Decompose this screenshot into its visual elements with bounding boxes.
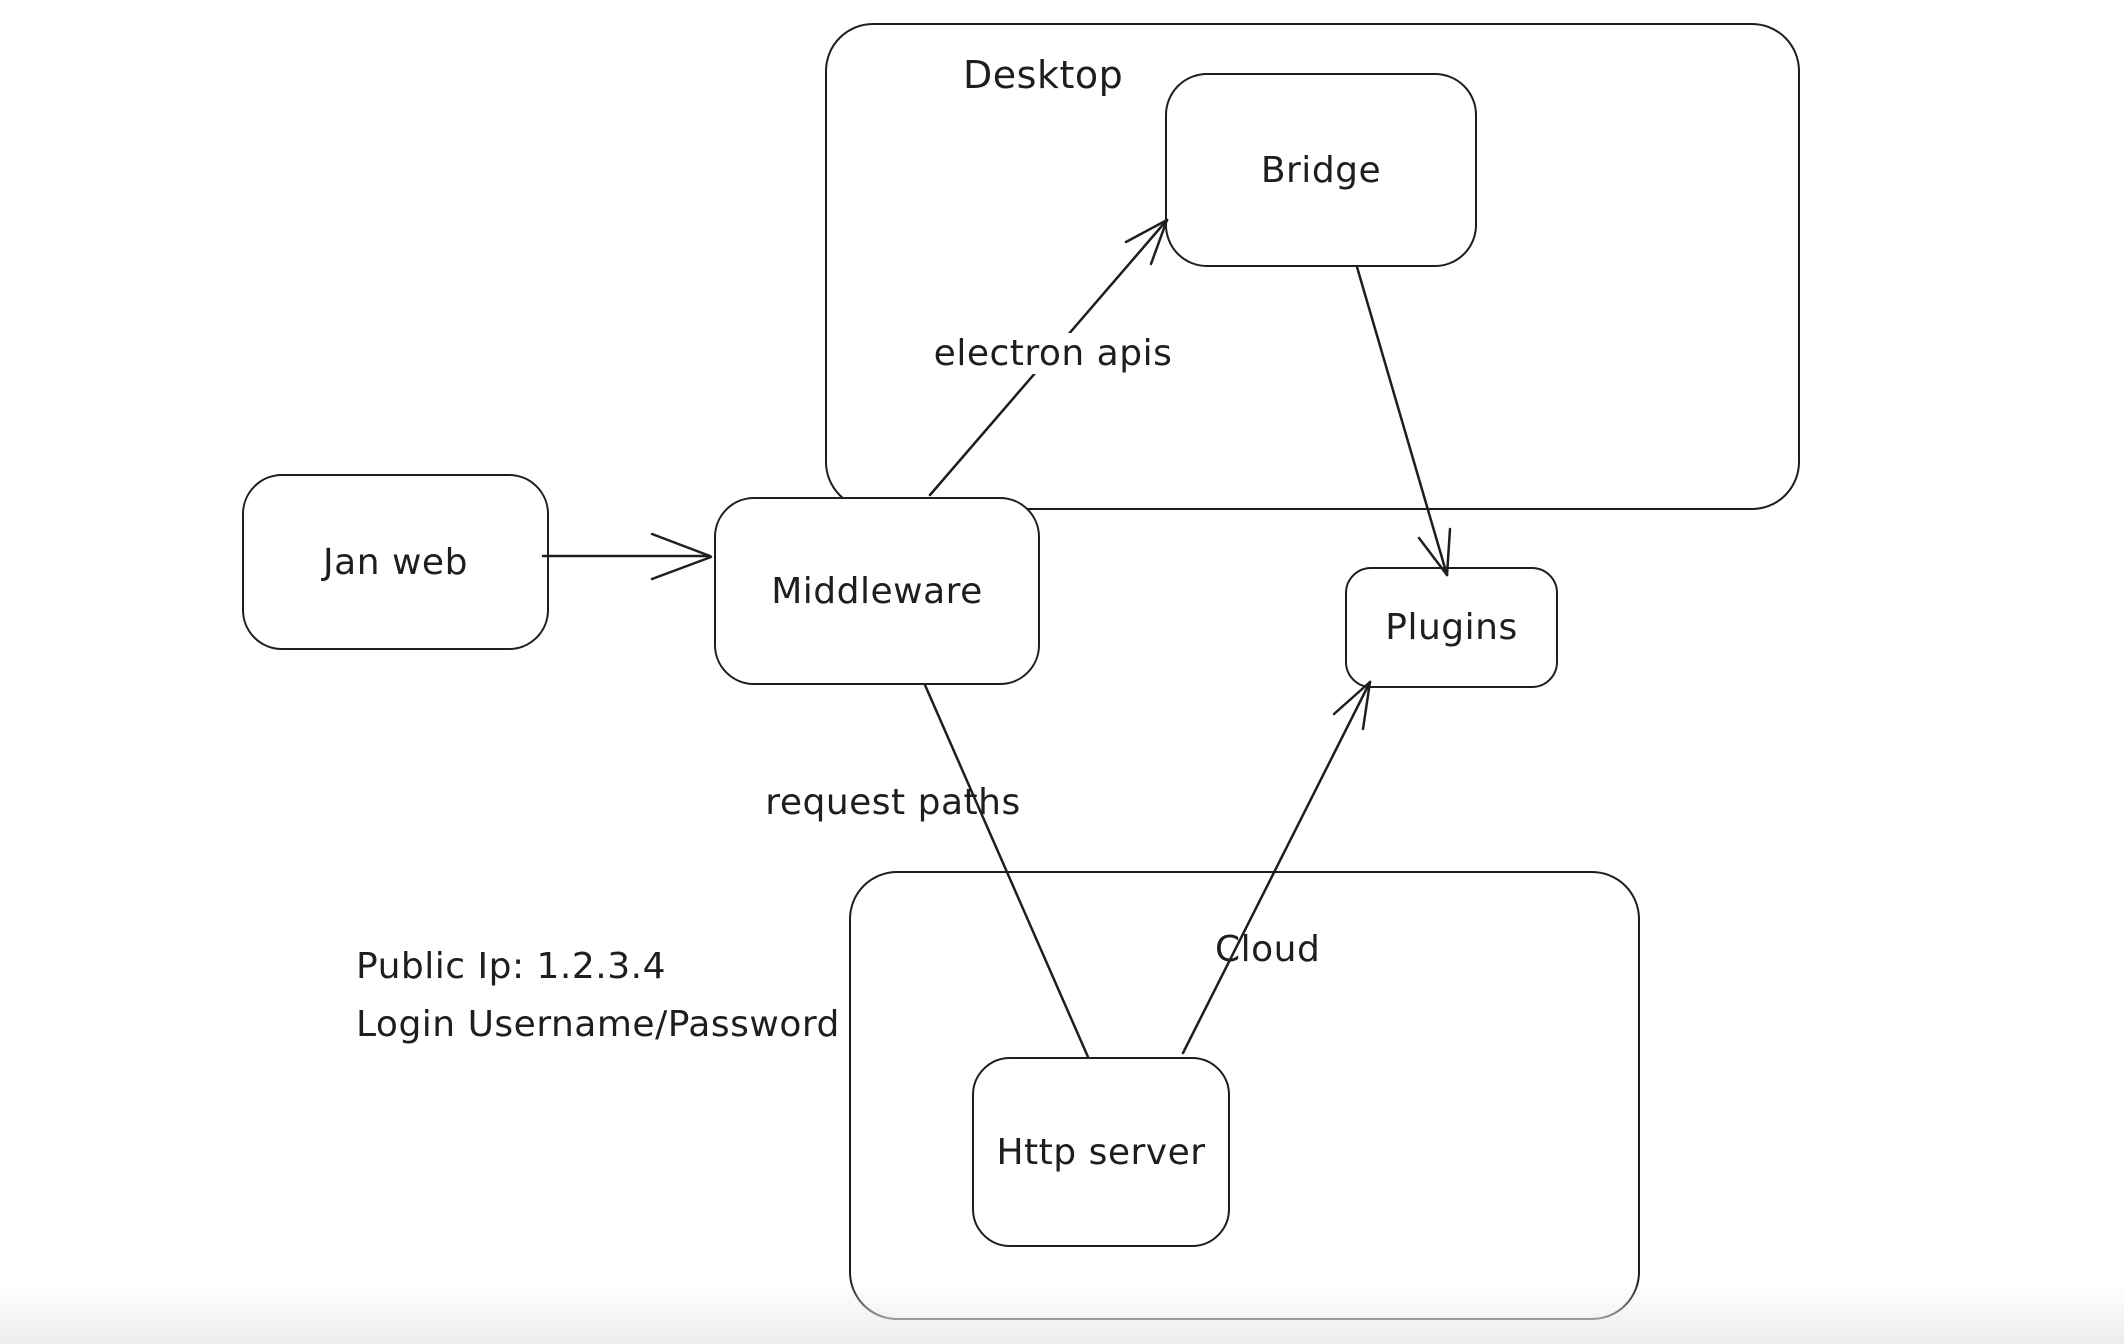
edge-label-electron-apis[interactable]: electron apis bbox=[925, 333, 1181, 374]
node-bridge[interactable]: Bridge bbox=[1165, 73, 1477, 267]
node-middleware-label: Middleware bbox=[771, 570, 983, 612]
node-http-server-label: Http server bbox=[996, 1131, 1206, 1173]
node-bridge-label: Bridge bbox=[1260, 149, 1382, 191]
node-jan-web[interactable]: Jan web bbox=[242, 474, 549, 650]
edge-middleware-to-http-server[interactable] bbox=[923, 683, 1090, 1059]
node-jan-web-label: Jan web bbox=[323, 541, 468, 583]
node-middleware[interactable]: Middleware bbox=[714, 497, 1040, 685]
edge-label-request-paths[interactable]: request paths bbox=[765, 782, 1021, 823]
container-desktop-label[interactable]: Desktop bbox=[963, 53, 1124, 97]
edge-http-server-to-plugins[interactable] bbox=[1181, 680, 1372, 1055]
cloud-access-note-line-2: Login Username/Password bbox=[356, 1004, 840, 1045]
cloud-access-note[interactable]: Public Ip: 1.2.3.4 Login Username/Passwo… bbox=[356, 938, 840, 1054]
node-plugins-label: Plugins bbox=[1385, 607, 1518, 648]
container-cloud-label[interactable]: Cloud bbox=[1215, 929, 1321, 970]
container-desktop[interactable] bbox=[825, 23, 1800, 510]
node-http-server[interactable]: Http server bbox=[972, 1057, 1230, 1247]
cloud-access-note-line-1: Public Ip: 1.2.3.4 bbox=[356, 946, 666, 987]
node-plugins[interactable]: Plugins bbox=[1345, 567, 1558, 688]
bottom-gradient bbox=[0, 1282, 2124, 1344]
edge-bridge-to-plugins[interactable] bbox=[1355, 265, 1452, 577]
edge-jan-web-to-middleware[interactable] bbox=[541, 532, 713, 581]
